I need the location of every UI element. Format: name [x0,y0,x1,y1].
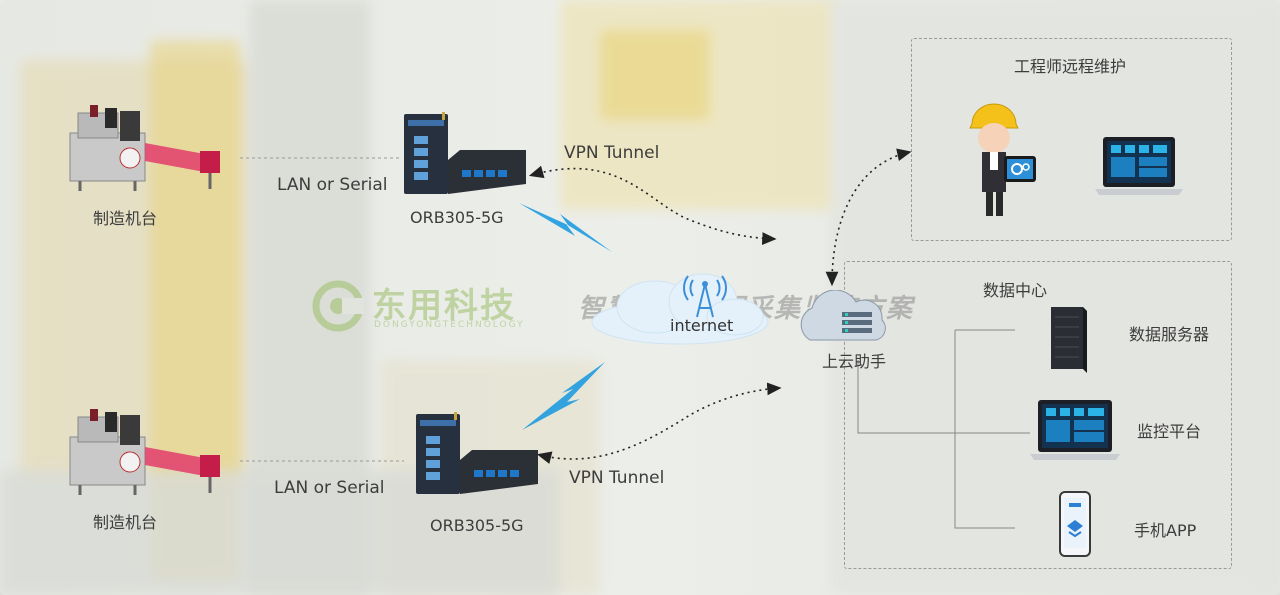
router-2-icon [416,412,538,494]
wireless-bolt-1 [519,203,612,252]
router-2-label: ORB305-5G [430,516,524,535]
datacenter-item-server: 数据服务器 [1129,325,1210,344]
datacenter-panel [844,261,1232,569]
helper-to-engineer-link [825,148,912,287]
server-icon [1051,307,1087,373]
internet-label: internet [670,316,734,335]
vpn-tunnel-2 [536,382,782,464]
datacenter-item-app: 手机APP [1134,521,1197,540]
phone-icon [1059,491,1091,557]
brand-name: 东用科技 [372,286,516,326]
laptop-icon [1095,137,1183,195]
brand-logo-icon [312,280,364,332]
remote-panel-title: 工程师远程维护 [1014,57,1127,76]
router-1-label: ORB305-5G [410,208,504,227]
monitor-laptop-icon [1030,400,1120,460]
router-1-icon [404,112,526,194]
cloud-helper-icon [800,290,886,341]
brand-subtitle: DONGYONGTECHNOLOGY [374,320,525,330]
brand-watermark: 东用科技 DONGYONGTECHNOLOGY [312,278,552,338]
engineer-icon [969,103,1036,216]
machine-1-label: 制造机台 [93,209,158,228]
wireless-bolt-2 [522,362,605,430]
datacenter-title: 数据中心 [983,281,1048,300]
link-label-2: LAN or Serial [274,478,385,498]
machine-1-icon [69,105,220,191]
cloud-helper-label: 上云助手 [822,352,887,371]
vpn-label-2: VPN Tunnel [569,468,665,488]
remote-maintenance-panel [911,38,1232,241]
link-label-1: LAN or Serial [277,175,388,195]
machine-2-icon [69,409,220,495]
datacenter-item-monitor: 监控平台 [1137,422,1202,441]
internet-cloud-icon [591,273,769,345]
vpn-label-1: VPN Tunnel [564,143,660,163]
machine-2-label: 制造机台 [93,513,158,532]
